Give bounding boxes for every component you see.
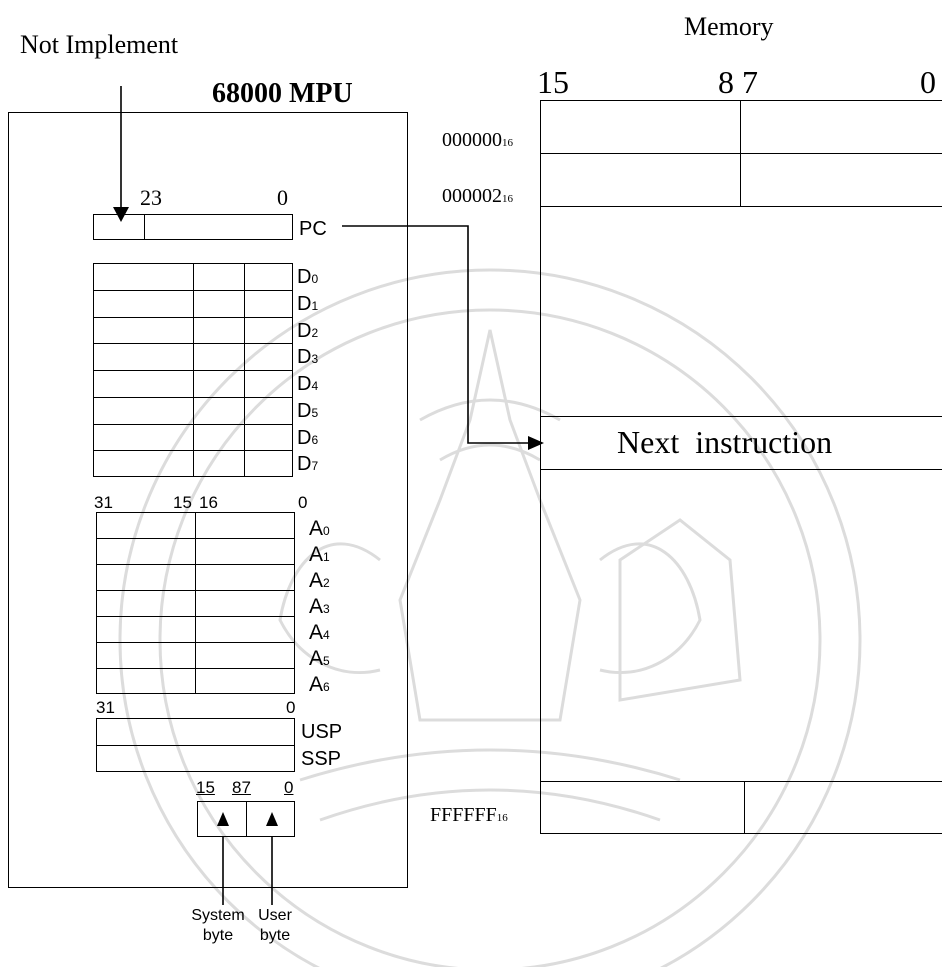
pc-connector-arrow [0, 0, 942, 967]
